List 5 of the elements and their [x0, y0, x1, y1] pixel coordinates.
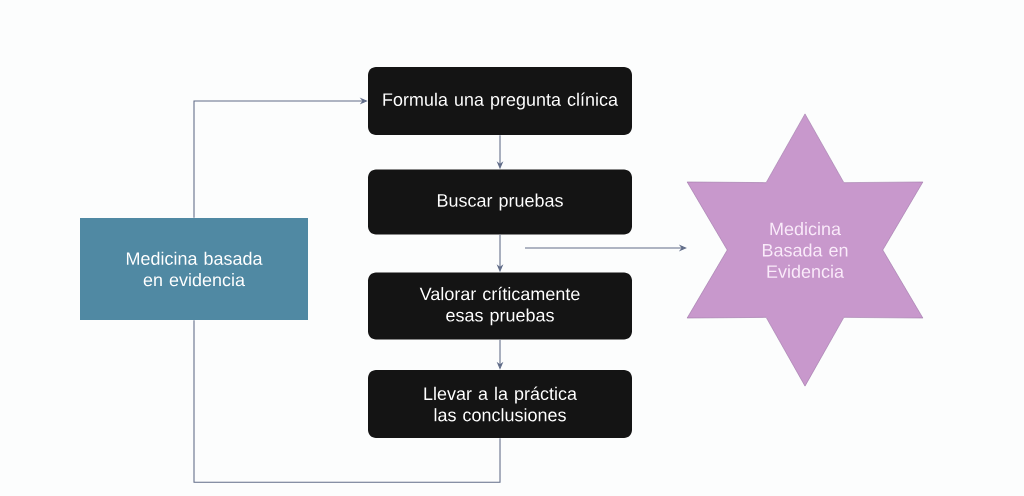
process-box: Buscar pruebas	[368, 169, 632, 235]
concept-box: Medicina basada en evidencia	[80, 218, 308, 320]
process-box: Valorar críticamente esas pruebas	[368, 272, 632, 340]
process-box: Formula una pregunta clínica	[368, 67, 632, 135]
process-box: Llevar a la práctica las conclusiones	[368, 370, 632, 438]
